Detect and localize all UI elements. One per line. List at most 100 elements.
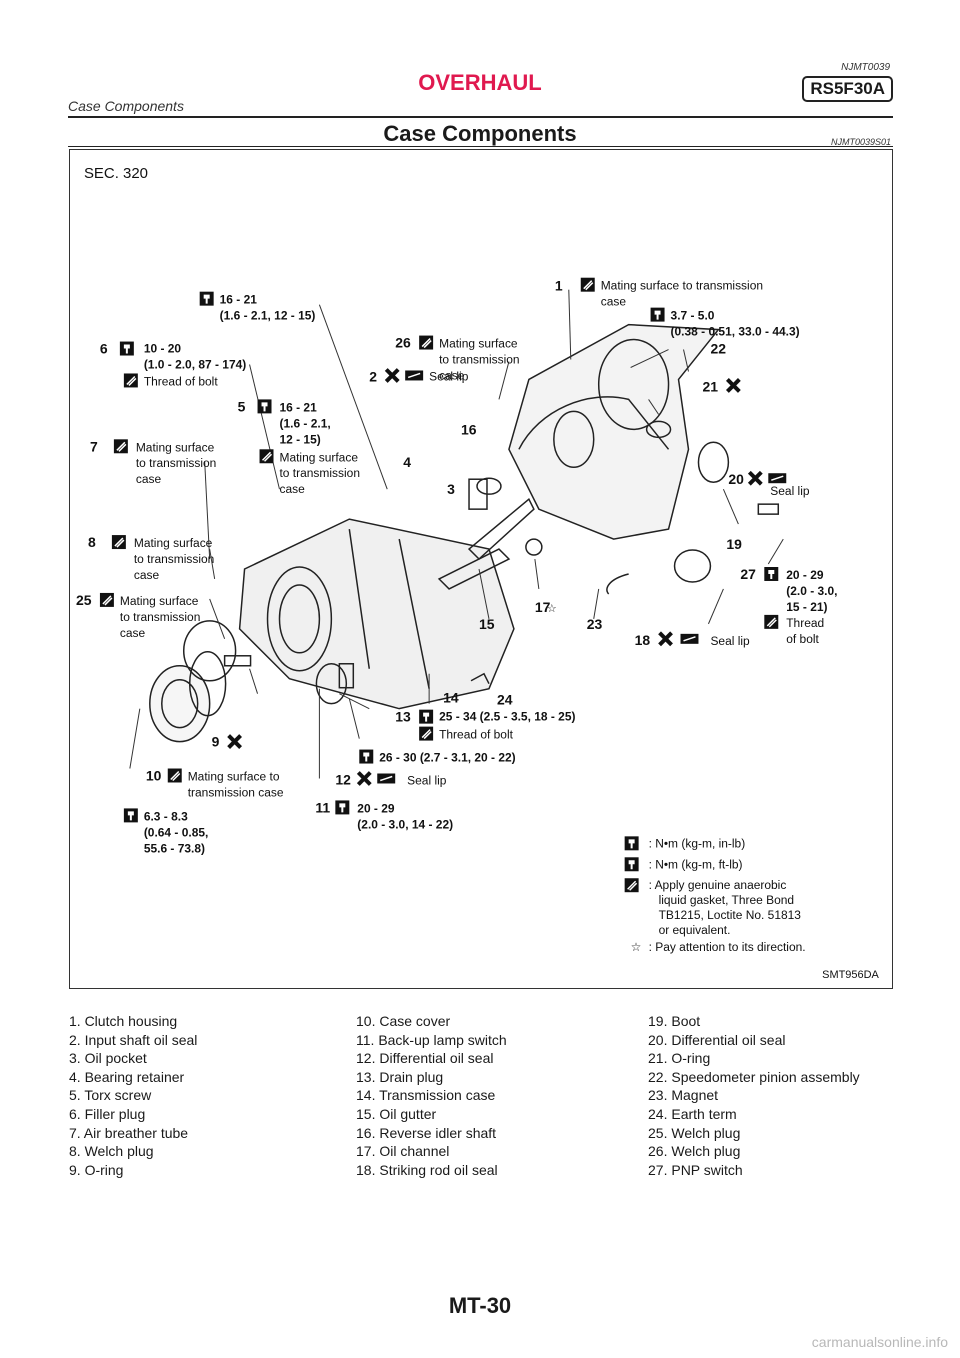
svg-text:of bolt: of bolt xyxy=(786,632,819,646)
svg-text:19: 19 xyxy=(726,536,742,552)
svg-text:Mating surface: Mating surface xyxy=(120,594,199,608)
svg-text:14: 14 xyxy=(443,690,459,706)
svg-text:10 - 20: 10 - 20 xyxy=(144,342,182,356)
svg-text:6: 6 xyxy=(100,341,108,357)
svg-text:: Pay attention to its directi: : Pay attention to its direction. xyxy=(649,940,806,954)
callout-top-torque: 16 - 21 (1.6 - 2.1, 12 - 15) xyxy=(199,291,316,323)
svg-text:3.7 - 5.0: 3.7 - 5.0 xyxy=(671,309,715,323)
title-rule xyxy=(68,146,893,147)
svg-text:7: 7 xyxy=(90,438,98,454)
svg-text:or equivalent.: or equivalent. xyxy=(659,923,731,937)
svg-text:12: 12 xyxy=(335,771,351,787)
svg-text:Seal lip: Seal lip xyxy=(770,484,810,498)
callout-mid-torque: 26 - 30 (2.7 - 3.1, 20 - 22) xyxy=(359,749,516,765)
callout-6: 6 10 - 20 (1.0 - 2.0, 87 - 174) Thread o… xyxy=(100,341,246,389)
list-item: 21. O-ring xyxy=(648,1050,711,1067)
list-item: 6. Filler plug xyxy=(69,1105,146,1122)
list-item: 16. Reverse idler shaft xyxy=(356,1124,497,1141)
svg-text:(2.0 - 3.0,: (2.0 - 3.0, xyxy=(786,584,837,598)
svg-text:case: case xyxy=(439,368,465,382)
list-item: 20. Differential oil seal xyxy=(648,1031,786,1048)
svg-text:10: 10 xyxy=(146,767,162,783)
svg-text:(0.64 - 0.85,: (0.64 - 0.85, xyxy=(144,825,209,839)
svg-text:(1.6 - 2.1,: (1.6 - 2.1, xyxy=(279,416,330,430)
subsection-label: Case Components xyxy=(68,98,184,114)
list-item: 26. Welch plug xyxy=(648,1143,741,1160)
svg-text:20 - 29: 20 - 29 xyxy=(357,801,395,815)
svg-text:case: case xyxy=(134,568,160,582)
svg-text:Mating surface: Mating surface xyxy=(439,337,518,351)
svg-text:to transmission: to transmission xyxy=(136,456,216,470)
svg-text:case: case xyxy=(120,626,146,640)
list-item: 9. O-ring xyxy=(69,1161,124,1178)
sec-label: SEC. 320 xyxy=(84,165,148,182)
svg-text:case: case xyxy=(601,295,627,309)
list-item: 11. Back-up lamp switch xyxy=(356,1031,507,1048)
svg-text:Mating surface: Mating surface xyxy=(134,536,213,550)
list-item: 22. Speedometer pinion assembly xyxy=(648,1068,860,1085)
page-number: MT-30 xyxy=(448,1293,512,1318)
callout-20: 20 Seal lip xyxy=(728,470,810,498)
svg-text:13: 13 xyxy=(395,709,411,725)
svg-text:55.6 - 73.8): 55.6 - 73.8) xyxy=(144,841,205,855)
svg-text:(1.6 - 2.1, 12 - 15): (1.6 - 2.1, 12 - 15) xyxy=(220,309,316,323)
svg-text:12 - 15): 12 - 15) xyxy=(279,432,320,446)
list-item: 23. Magnet xyxy=(648,1087,719,1104)
callout-bottom-left-torque: 6.3 - 8.3 (0.64 - 0.85, 55.6 - 73.8) xyxy=(123,808,209,855)
header-doc-code: NJMT0039 xyxy=(841,62,890,73)
exploded-diagram: SEC. 320 xyxy=(69,149,893,989)
svg-text:24: 24 xyxy=(497,692,513,708)
list-item: 8. Welch plug xyxy=(69,1143,154,1160)
header-rule xyxy=(68,116,893,118)
svg-text:Seal lip: Seal lip xyxy=(407,773,447,787)
part-number-markers: 22 21 16 4 3 19 17 ☆ 23 15 14 24 9 xyxy=(212,341,743,750)
svg-text:18: 18 xyxy=(635,632,651,648)
svg-text:to transmission: to transmission xyxy=(134,552,215,566)
svg-text:15 - 21): 15 - 21) xyxy=(786,600,827,614)
svg-text:Seal lip: Seal lip xyxy=(710,634,750,648)
list-item: 14. Transmission case xyxy=(356,1087,496,1104)
svg-text:25 - 34 (2.5 - 3.5, 18 - 25): 25 - 34 (2.5 - 3.5, 18 - 25) xyxy=(439,710,575,724)
callout-2: 2 Seal lip xyxy=(369,367,469,384)
svg-text:6.3 - 8.3: 6.3 - 8.3 xyxy=(144,809,188,823)
svg-text:26 - 30 (2.7 - 3.1, 20 - 22): 26 - 30 (2.7 - 3.1, 20 - 22) xyxy=(379,751,515,765)
page-title: Case Components xyxy=(383,121,577,146)
svg-text:to transmission: to transmission xyxy=(120,610,200,624)
title-doc-code: NJMT0039S01 xyxy=(830,137,891,147)
svg-text:: N•m (kg-m, in-lb): : N•m (kg-m, in-lb) xyxy=(649,836,746,850)
svg-text:TB1215, Loctite No. 51813: TB1215, Loctite No. 51813 xyxy=(659,908,802,922)
callout-27: 27 20 - 29 (2.0 - 3.0, 15 - 21) Thread o… xyxy=(740,566,837,646)
svg-text:(0.38 - 0.51, 33.0 - 44.3): (0.38 - 0.51, 33.0 - 44.3) xyxy=(671,325,800,339)
transmission-case-drawing xyxy=(149,323,780,743)
svg-text:☆: ☆ xyxy=(547,603,557,615)
svg-text:27: 27 xyxy=(740,566,756,582)
svg-text:to transmission: to transmission xyxy=(439,353,520,367)
callout-1: 1 Mating surface to transmission case 3.… xyxy=(555,276,800,339)
list-item: 15. Oil gutter xyxy=(356,1105,437,1122)
svg-text:17: 17 xyxy=(535,599,551,615)
parts-list-col-1: 1. Clutch housing 2. Input shaft oil sea… xyxy=(69,1012,197,1179)
svg-text:21: 21 xyxy=(702,378,718,394)
callout-11: 11 20 - 29 (2.0 - 3.0, 14 - 22) xyxy=(315,799,453,831)
list-item: 24. Earth term xyxy=(648,1105,737,1122)
diagram-legend: : N•m (kg-m, in-lb) : N•m (kg-m, ft-lb) … xyxy=(623,836,806,954)
svg-text:1: 1 xyxy=(555,278,563,294)
svg-text:Thread of bolt: Thread of bolt xyxy=(439,728,514,742)
svg-text:23: 23 xyxy=(587,616,603,632)
callout-8: 8 Mating surface to transmission case xyxy=(88,534,214,582)
svg-text:9: 9 xyxy=(212,734,220,750)
svg-text:22: 22 xyxy=(710,341,726,357)
callout-7: 7 Mating surface to transmission case xyxy=(90,438,216,486)
list-item: 12. Differential oil seal xyxy=(356,1050,494,1067)
callout-26: 26 Mating surface to transmission case xyxy=(395,335,519,383)
watermark: carmanualsonline.info xyxy=(811,1334,948,1350)
model-badge: RS5F30A xyxy=(802,76,893,102)
parts-list-col-2: 10. Case cover 11. Back-up lamp switch 1… xyxy=(356,1012,507,1179)
svg-text:16: 16 xyxy=(461,421,477,437)
list-item: 3. Oil pocket xyxy=(69,1050,147,1067)
callout-5: 5 16 - 21 (1.6 - 2.1, 12 - 15) Mating su… xyxy=(238,398,360,496)
svg-text:Mating surface: Mating surface xyxy=(136,440,215,454)
callout-10: 10 Mating surface to transmission case xyxy=(146,767,284,799)
svg-text:15: 15 xyxy=(479,616,495,632)
svg-text:11: 11 xyxy=(315,799,330,815)
